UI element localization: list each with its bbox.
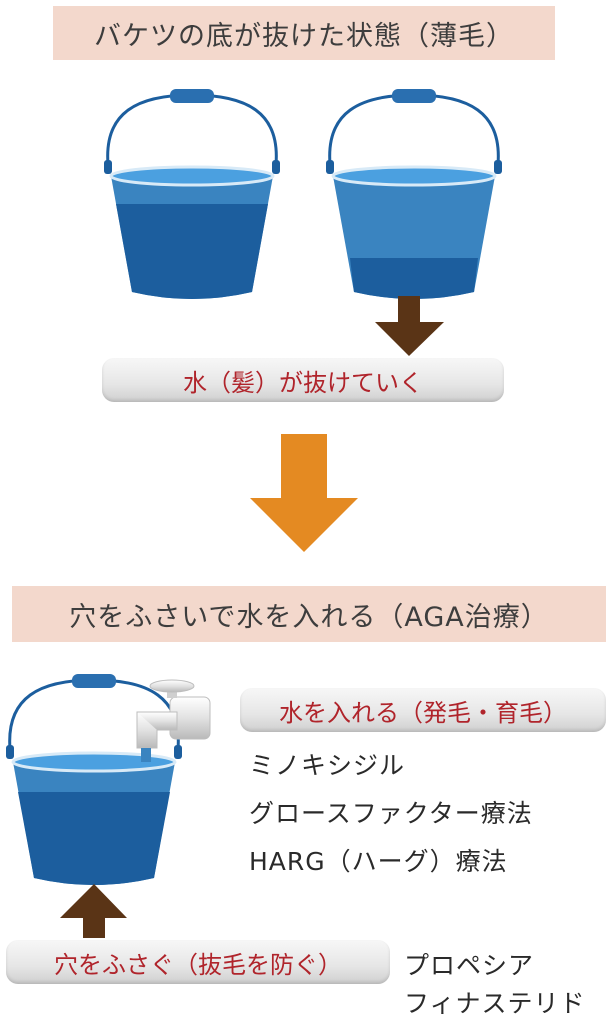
hair-loss-arrow-icon — [375, 296, 444, 356]
hair-loss-label: 水（髪）が抜けていく — [102, 358, 504, 402]
bottom-title: 穴をふさいで水を入れる（AGA治療） — [12, 586, 606, 642]
add-water-label: 水を入れる（発毛・育毛） — [240, 688, 606, 732]
full-bucket-icon — [104, 89, 280, 299]
block-hole-arrow-icon — [60, 884, 127, 938]
water-method-item: HARG（ハーグ）療法 — [249, 847, 508, 876]
treated-bucket-icon — [6, 674, 182, 885]
hole-method-item: フィナステリド — [404, 989, 586, 1018]
top-title: バケツの底が抜けた状態（薄毛） — [53, 6, 555, 60]
hole-method-item: プロペシア — [404, 951, 535, 980]
water-method-item: グロースファクター療法 — [249, 799, 533, 828]
faucet-icon — [136, 679, 211, 762]
water-method-item: ミノキシジル — [249, 751, 406, 780]
transition-arrow-icon — [250, 434, 358, 552]
block-hole-label: 穴をふさぐ（抜毛を防ぐ） — [6, 940, 390, 984]
leaking-bucket-icon — [326, 89, 502, 299]
